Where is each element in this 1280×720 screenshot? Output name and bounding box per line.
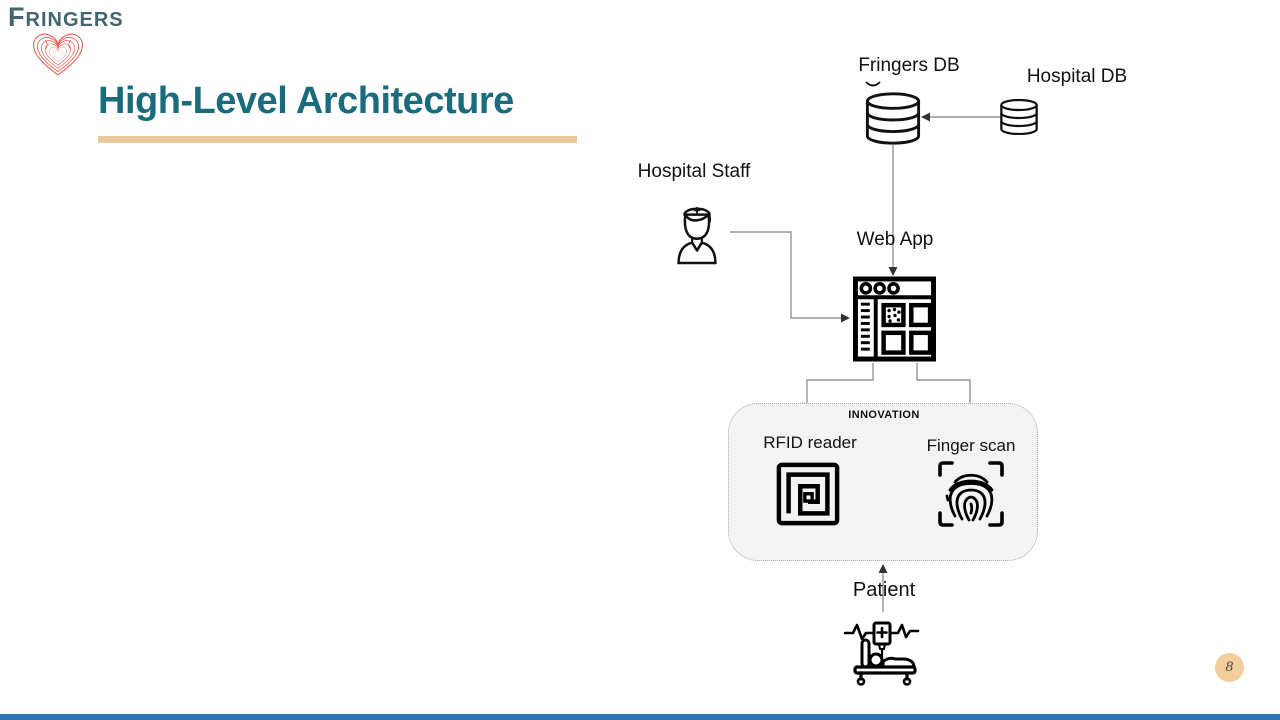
hospital-staff-label: Hospital Staff (637, 161, 751, 182)
brand-rest: ringers (25, 9, 124, 31)
db-icon-fragment (865, 81, 881, 87)
patient-label: Patient (852, 579, 916, 601)
innovation-group-label: INNOVATION (848, 409, 920, 421)
patient-bed-icon (843, 621, 920, 686)
rfid-reader-label: RFID reader (763, 433, 857, 452)
page-title: High-Level Architecture (98, 80, 514, 122)
brand-initial: F (8, 2, 26, 32)
database-icon (865, 92, 921, 145)
page-number: 8 (1225, 660, 1234, 675)
hospital-db-label: Hospital DB (1026, 66, 1128, 87)
fingerprint-scan-icon (938, 461, 1004, 527)
database-icon (1000, 99, 1038, 135)
finger-scan-label: Finger scan (926, 436, 1016, 455)
page-number-badge: 8 (1215, 653, 1244, 682)
fringers-db-label: Fringers DB (858, 55, 960, 76)
rfid-tag-icon (776, 462, 840, 526)
web-app-label: Web App (856, 229, 934, 250)
brand-name: Fringers (8, 4, 124, 31)
fingerprint-heart-icon (33, 33, 83, 76)
title-underline (98, 136, 577, 143)
brand-logo: Fringers (8, 4, 124, 31)
browser-window-icon (853, 276, 936, 362)
footer-accent-bar (0, 714, 1280, 720)
nurse-icon (677, 206, 717, 265)
